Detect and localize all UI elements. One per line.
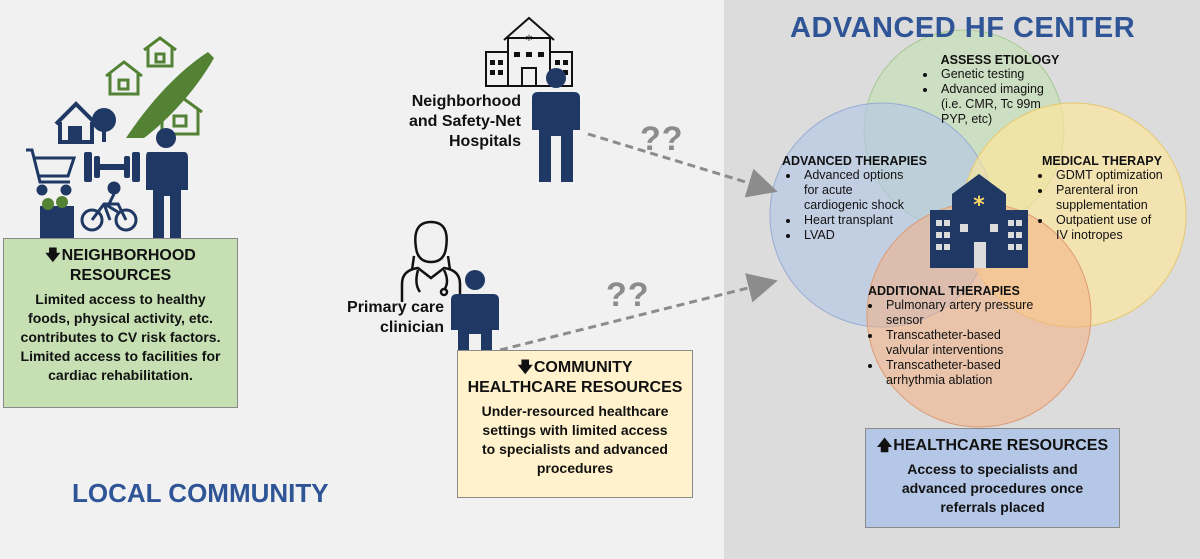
- advanced-therapies-item: Heart transplant: [800, 213, 920, 228]
- advanced-therapies-item: LVAD: [800, 228, 920, 243]
- down-arrow-icon: 🡇: [517, 359, 533, 376]
- neighborhood-body-line: contributes to CV risk factors.: [20, 329, 221, 345]
- community-heading-1: COMMUNITY: [533, 359, 633, 376]
- neighborhood-illustration: [26, 36, 214, 240]
- community-body-line: Under-resourced healthcare: [481, 403, 669, 419]
- community-healthcare-box: 🡇COMMUNITY HEALTHCARE RESOURCES Under-re…: [457, 350, 693, 498]
- person-icon: [532, 68, 580, 182]
- down-arrow-icon: 🡇: [45, 247, 61, 264]
- additional-therapies-item: Transcatheter-based valvular interventio…: [882, 328, 1040, 358]
- neighborhood-body-line: cardiac rehabilitation.: [48, 367, 193, 383]
- clinician-label-line: clinician: [379, 319, 444, 336]
- question-marks-bottom: ??: [606, 276, 650, 314]
- house-icon: [157, 94, 203, 136]
- medical-therapy-item: GDMT optimization: [1052, 168, 1164, 183]
- medical-therapy-section: MEDICAL THERAPY GDMT optimization Parent…: [1042, 154, 1192, 243]
- house-icon: [54, 101, 98, 144]
- healthcare-body-line: referrals placed: [940, 499, 1045, 515]
- dashed-arrow-hospital: [587, 132, 778, 198]
- dashed-arrow-clinician: [499, 273, 778, 352]
- house-icon: [143, 36, 177, 68]
- community-body-line: procedures: [536, 460, 614, 476]
- local-community-title: LOCAL COMMUNITY: [72, 478, 329, 508]
- hospital-label-line: Hospitals: [448, 133, 521, 150]
- additional-therapies-item: Pulmonary artery pressure sensor: [882, 298, 1040, 328]
- neighborhood-resources-box: 🡇NEIGHBORHOOD RESOURCES Limited access t…: [3, 238, 238, 408]
- clinician-label: Primary care clinician: [320, 298, 444, 338]
- svg-text:*: *: [526, 33, 533, 49]
- hospital-icon: *: [485, 16, 573, 87]
- neighborhood-body-line: foods, physical activity, etc.: [28, 310, 213, 326]
- additional-therapies-item: Transcatheter-based arrhythmia ablation: [882, 358, 1040, 388]
- shopping-cart-icon: [26, 148, 77, 196]
- up-arrow-icon: 🡅: [876, 437, 893, 454]
- clinician-label-line: Primary care: [347, 299, 444, 316]
- healthcare-resources-box: 🡅HEALTHCARE RESOURCES Access to speciali…: [865, 428, 1120, 528]
- neighborhood-body-line: Limited access to facilities for: [20, 348, 221, 364]
- healthcare-heading: HEALTHCARE RESOURCES: [893, 437, 1109, 454]
- venn-diagram: [769, 29, 1187, 428]
- hospital-label-line: and Safety-Net: [408, 113, 521, 130]
- healthcare-body-line: Access to specialists and: [907, 461, 1078, 477]
- medical-therapy-title: MEDICAL THERAPY: [1042, 154, 1162, 168]
- community-body-line: to specialists and advanced: [482, 441, 668, 457]
- additional-therapies-section: ADDITIONAL THERAPIES Pulmonary artery pr…: [868, 284, 1068, 388]
- medical-therapy-item: Outpatient use of IV inotropes: [1052, 213, 1164, 243]
- road-icon: [126, 52, 214, 138]
- person-icon: [451, 270, 499, 356]
- assess-etiology-item: Advanced imaging (i.e. CMR, Tc 99m PYP, …: [937, 82, 1051, 127]
- hospital-label: Neighborhood and Safety-Net Hospitals: [395, 92, 521, 152]
- advanced-hf-center-title: ADVANCED HF CENTER: [790, 12, 1136, 44]
- healthcare-body-line: advanced procedures once: [901, 480, 1084, 496]
- advanced-therapies-title: ADVANCED THERAPIES: [782, 154, 927, 168]
- tree-icon: [92, 108, 116, 142]
- person-icon: [146, 128, 188, 238]
- bicycle-icon: [80, 181, 138, 232]
- svg-text:*: *: [973, 193, 985, 218]
- hospital-icon: *: [930, 174, 1028, 268]
- additional-therapies-title: ADDITIONAL THERAPIES: [868, 284, 1020, 298]
- hospital-label-line: Neighborhood: [411, 93, 521, 110]
- neighborhood-heading-2: RESOURCES: [69, 267, 172, 284]
- neighborhood-heading-1: NEIGHBORHOOD: [61, 247, 196, 264]
- medical-therapy-item: Parenteral iron supplementation: [1052, 183, 1164, 213]
- assess-etiology-item: Genetic testing: [937, 67, 1085, 82]
- house-icon: [105, 60, 143, 96]
- grocery-bag-icon: [40, 196, 74, 240]
- neighborhood-body-line: Limited access to healthy: [35, 291, 206, 307]
- clinician-icon: [400, 220, 462, 302]
- dumbbell-icon: [84, 152, 140, 182]
- advanced-therapies-item: Advanced options for acute cardiogenic s…: [800, 168, 920, 213]
- assess-etiology-section: ASSESS ETIOLOGY Genetic testing Advanced…: [915, 53, 1085, 127]
- community-body-line: settings with limited access: [482, 422, 668, 438]
- community-heading-2: HEALTHCARE RESOURCES: [467, 379, 683, 396]
- advanced-therapies-section: ADVANCED THERAPIES Advanced options for …: [782, 154, 932, 243]
- assess-etiology-title: ASSESS ETIOLOGY: [940, 53, 1060, 67]
- question-marks-top: ??: [640, 120, 684, 158]
